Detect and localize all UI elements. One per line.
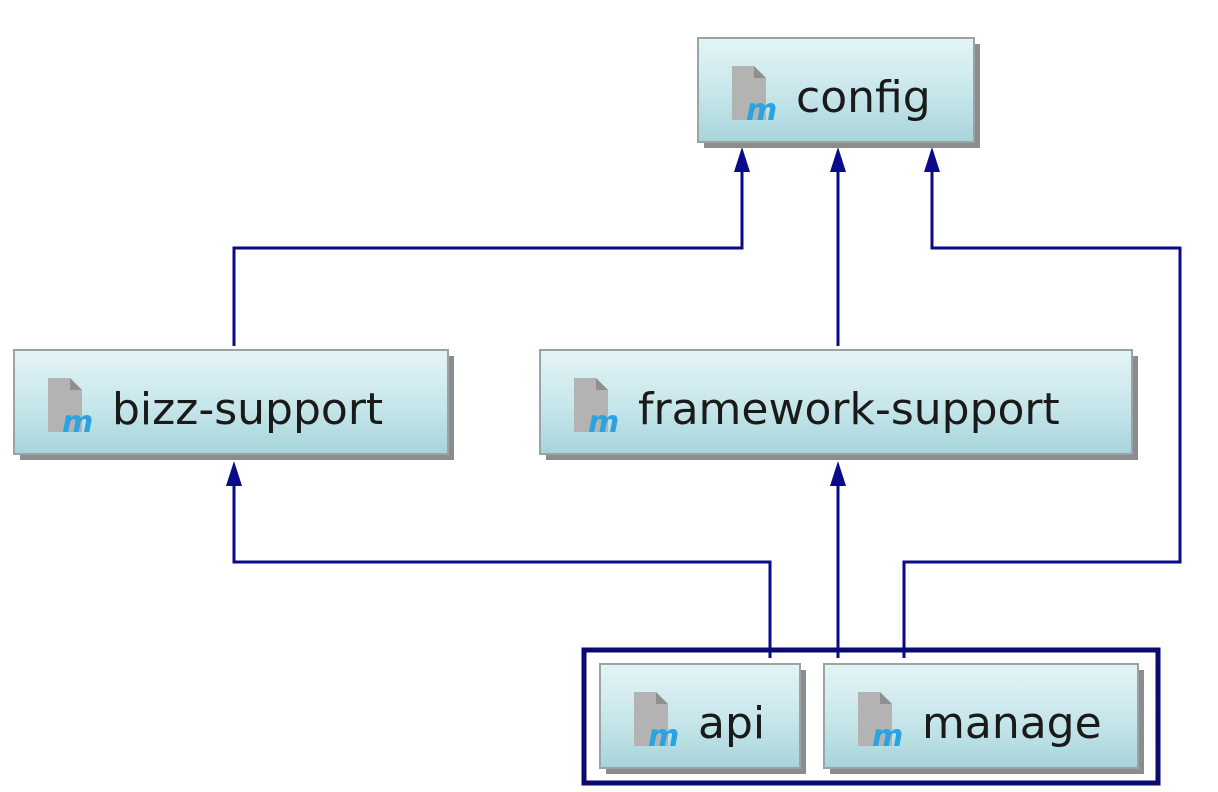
arrowhead-icon xyxy=(830,147,846,172)
arrowhead-icon xyxy=(734,147,750,172)
arrowhead-icon xyxy=(226,461,242,486)
module-node-bizz-support[interactable]: m bizz-support xyxy=(13,349,454,460)
svg-text:m: m xyxy=(588,405,619,440)
edge-bizz-support-to-config xyxy=(232,172,744,346)
node-label: api xyxy=(698,698,765,749)
edges xyxy=(226,147,1182,658)
svg-text:m: m xyxy=(872,719,903,754)
module-node-api[interactable]: m api xyxy=(599,663,806,774)
svg-text:m: m xyxy=(62,405,93,440)
maven-module-icon: m xyxy=(858,692,903,754)
node-label: config xyxy=(796,72,931,123)
maven-module-icon: m xyxy=(48,378,93,440)
edge-api-to-bizz-support xyxy=(232,486,772,658)
maven-module-icon: m xyxy=(634,692,679,754)
node-label: bizz-support xyxy=(112,384,383,435)
module-node-config[interactable]: m config xyxy=(697,37,980,148)
maven-module-icon: m xyxy=(574,378,619,440)
module-node-manage[interactable]: m manage xyxy=(823,663,1144,774)
maven-module-icon: m xyxy=(732,66,777,128)
selection-group-box[interactable] xyxy=(581,647,1161,786)
svg-text:m: m xyxy=(648,719,679,754)
arrowhead-icon xyxy=(830,461,846,486)
svg-text:m: m xyxy=(746,93,777,128)
edge-manage-to-config xyxy=(902,172,1182,658)
node-label: framework-support xyxy=(638,384,1060,435)
module-node-framework-support[interactable]: m framework-support xyxy=(539,349,1138,460)
arrowhead-icon xyxy=(924,147,940,172)
node-label: manage xyxy=(922,698,1102,749)
